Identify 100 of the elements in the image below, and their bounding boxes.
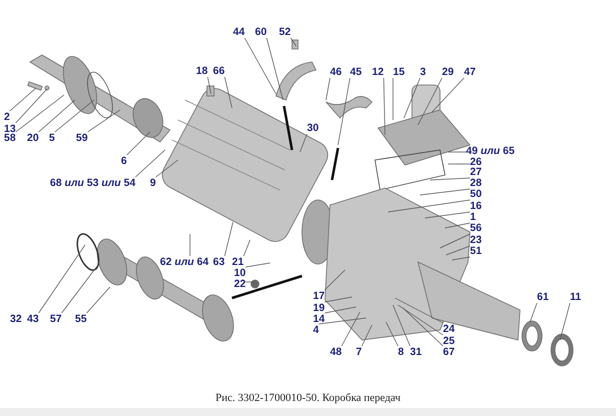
leader-line <box>420 188 470 196</box>
leader-line <box>430 178 470 180</box>
callout-number: 14 <box>313 313 325 325</box>
leader-line <box>386 322 398 346</box>
callout-number: 27 <box>470 166 482 178</box>
callout-number: 13 <box>4 123 16 135</box>
leader-line <box>394 298 444 324</box>
callout-number: 19 <box>313 302 325 314</box>
leader-line <box>530 302 538 322</box>
callout-number: 56 <box>470 222 482 234</box>
callout-number: 11 <box>570 291 582 303</box>
callout-number: 47 <box>464 66 476 78</box>
callout-number: 16 <box>470 200 482 212</box>
leader-line <box>398 304 444 336</box>
leader-line <box>224 222 234 256</box>
callout-number: 17 <box>313 290 325 302</box>
leader-line <box>324 296 352 302</box>
callout-number: 26 <box>470 156 482 168</box>
callout-number: 8 <box>398 346 404 358</box>
callout-number: 12 <box>372 66 384 78</box>
callout-number: 5 <box>49 132 55 144</box>
callout-number: 18 <box>196 65 208 77</box>
leader-line <box>440 234 470 248</box>
leader-line <box>38 244 86 314</box>
callout-number: 31 <box>410 346 422 358</box>
callout-number: 15 <box>393 66 405 78</box>
leader-line <box>290 38 296 46</box>
callout-number: 25 <box>443 335 455 347</box>
callout-number: 55 <box>75 313 87 325</box>
callout-number: 68 или 53 или 54 <box>50 177 136 189</box>
callout-number: 32 <box>10 313 22 325</box>
callout-number: 29 <box>442 66 454 78</box>
callout-number: 9 <box>150 177 156 189</box>
leader-line <box>452 256 470 260</box>
callout-number: 46 <box>330 66 342 78</box>
leader-line <box>392 78 394 120</box>
leader-line <box>224 76 232 108</box>
callout-number: 51 <box>470 245 482 257</box>
leader-line <box>392 304 410 346</box>
callout-number: 10 <box>234 267 246 279</box>
callout-number: 22 <box>234 278 246 290</box>
leader-line <box>341 312 360 346</box>
leader-line <box>135 150 166 178</box>
callout-number: 48 <box>330 346 342 358</box>
callout-number: 24 <box>443 323 455 335</box>
leader-line <box>324 270 346 290</box>
callout-number: 59 <box>76 132 88 144</box>
leader-line <box>324 306 356 314</box>
callout-number: 45 <box>350 66 362 78</box>
leader-line <box>54 100 94 132</box>
leader-line <box>300 134 308 152</box>
leader-line <box>404 78 420 118</box>
callout-number: 66 <box>213 65 225 77</box>
callout-number: 3 <box>420 66 426 78</box>
callout-number: 67 <box>443 346 455 358</box>
leader-line <box>560 302 570 340</box>
leader-line <box>402 308 444 346</box>
leader-line <box>207 76 212 94</box>
callout-number: 20 <box>27 132 39 144</box>
leader-line <box>383 78 386 136</box>
leader-line <box>418 78 442 126</box>
leader-line <box>266 38 284 100</box>
callout-number: 61 <box>537 291 549 303</box>
leader-line <box>38 100 76 132</box>
callout-number: 6 <box>121 155 127 167</box>
callout-number: 23 <box>470 234 482 246</box>
callout-number: 4 <box>313 324 319 336</box>
leader-line <box>87 110 120 132</box>
leader-line <box>338 78 350 146</box>
callout-number: 62 или 64 <box>160 256 209 268</box>
callout-number: 7 <box>356 346 362 358</box>
callout-number: 28 <box>470 177 482 189</box>
leader-line <box>243 240 250 256</box>
leader-line <box>362 324 372 346</box>
leader-line <box>15 88 48 124</box>
leader-line <box>326 78 330 100</box>
callout-number: 44 <box>233 26 245 38</box>
callout-number: 58 <box>4 132 16 144</box>
leader-line <box>446 246 470 256</box>
leader-line <box>245 262 270 268</box>
leader-line <box>424 212 470 218</box>
leader-line <box>10 88 36 112</box>
callout-number: 49 или 65 <box>466 145 515 157</box>
callout-number: 21 <box>232 256 244 268</box>
leader-line <box>126 132 150 156</box>
callout-number: 63 <box>213 256 225 268</box>
leader-line <box>61 264 98 314</box>
leader-line <box>444 222 470 228</box>
leader-line <box>156 160 178 178</box>
callout-number: 1 <box>470 211 476 223</box>
leader-line <box>15 94 64 132</box>
callout-number: 43 <box>27 313 39 325</box>
caption: Рис. 3302-1700010-50. Коробка передач <box>214 392 402 404</box>
callout-number: 2 <box>4 111 10 123</box>
callout-number: 52 <box>279 26 291 38</box>
leader-line <box>318 318 366 324</box>
callout-number: 57 <box>50 313 62 325</box>
leader-line <box>86 286 110 314</box>
leader-line <box>388 200 470 212</box>
leader-line <box>432 78 464 112</box>
